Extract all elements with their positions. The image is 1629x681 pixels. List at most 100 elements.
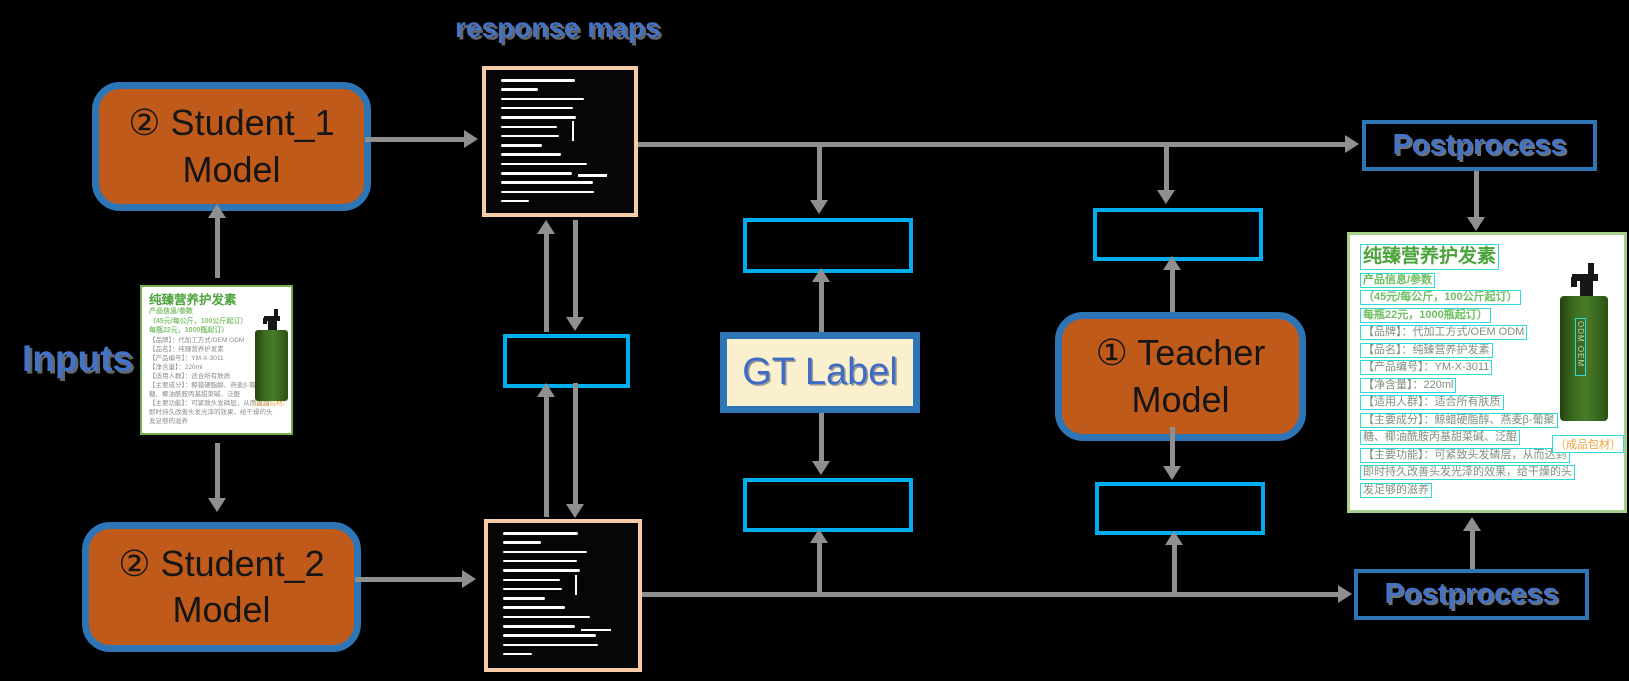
product-bottle-icon: [254, 309, 290, 401]
gt-label-text: GT Label: [742, 351, 898, 393]
result-line: 【主要成分】：鲸蜡硬脂醇、燕麦β-葡聚: [1360, 412, 1558, 428]
arrowhead-teacher-to-distill-top: [1163, 256, 1181, 270]
input-packaging-label: （成品包材）: [250, 400, 289, 407]
arrowhead-gt-to-gtloss-bottom: [812, 461, 830, 475]
rail-top: [638, 142, 1346, 147]
input-line: 【适用人群】：适合所有肤质: [149, 372, 231, 380]
input-line: 即时持久改善头发光泽的效果，给干燥的头: [149, 408, 273, 416]
result-line: 糖、椰油酰胺丙基甜菜碱、泛醌: [1360, 430, 1520, 445]
arrow-maptop-to-dml: [573, 220, 578, 318]
input-line: 【主要成分】：鲸蜡硬脂醇、燕麦β-葡聚: [149, 381, 263, 389]
arrow-teacher-to-distill-bottom: [1170, 427, 1175, 467]
input-line: 每瓶22元，1000瓶起订）: [149, 327, 229, 334]
input-line: （45元/每公斤，100公斤起订）: [149, 317, 248, 325]
arrowhead-postprocess-bottom-to-result: [1463, 517, 1481, 531]
result-packaging-label: （成品包材）: [1552, 435, 1624, 453]
branch-top-distill: [1164, 147, 1169, 191]
arrow-input-to-student1: [215, 218, 220, 278]
input-line: 发足够的滋养: [149, 417, 188, 425]
arrowhead-postprocess-to-result: [1467, 217, 1485, 231]
result-line: 【产品编号】：YM-X-3011: [1360, 360, 1493, 375]
arrowhead-maptop-to-dml: [566, 317, 584, 331]
arrow-dml-to-mapbottom: [573, 383, 578, 505]
result-line: 【适用人群】：适合所有肤质: [1360, 395, 1504, 410]
dml-loss-box: [503, 334, 630, 388]
result-line: 产品信息/参数: [1360, 272, 1436, 288]
result-line: 每瓶22元，1000瓶起订）: [1360, 307, 1491, 323]
student1-node: ② Student_1 Model: [92, 82, 371, 211]
response-map-lines: [488, 523, 638, 668]
arrowhead-input-to-student2: [208, 498, 226, 512]
result-line: 【品牌】：代加工方式/OEM ODM: [1360, 325, 1528, 340]
response-map-lines: [486, 70, 634, 213]
input-line: 【产品编号】：YM-X-3011: [149, 354, 224, 362]
arrowhead-rail-bottom-postprocess: [1338, 585, 1352, 603]
arrow-dml-to-maptop: [544, 234, 549, 332]
result-bottle-icon: ODM OEM: [1558, 263, 1610, 423]
arrow-teacher-to-distill-top: [1170, 270, 1175, 312]
arrow-postprocess-bottom-to-result: [1470, 531, 1475, 569]
input-line: 产品信息/参数: [149, 308, 193, 315]
input-line: 【净含量】：220ml: [149, 363, 203, 371]
student2-node: ② Student_2 Model: [82, 522, 361, 652]
distill-loss-box-top: [1093, 208, 1263, 261]
postprocess-bottom-label: Postprocess: [1384, 578, 1559, 610]
inputs-label: Inputs: [22, 338, 133, 379]
response-map-top: [482, 66, 638, 217]
student2-label-line1: ② Student_2: [118, 542, 325, 584]
result-line: （45元/每公斤，100公斤起订）: [1360, 290, 1521, 305]
arrowhead-input-to-student1: [208, 204, 226, 218]
result-line: 即时持久改善头发光泽的效果，给干燥的头: [1360, 465, 1575, 480]
student1-label-line1: ② Student_1: [128, 102, 335, 144]
input-line: 【品牌】：代加工方式/OEM ODM: [149, 336, 245, 344]
arrow-postprocess-to-result: [1474, 171, 1479, 218]
arrowhead-rail-top-postprocess: [1345, 135, 1359, 153]
input-line: 【主要功能】：可紧致头发磷层，从而达到: [149, 399, 270, 407]
result-line: 【净含量】：220ml: [1360, 377, 1457, 393]
teacher-label-line2: Model: [1131, 378, 1230, 420]
arrowhead-gt-to-gtloss-top: [812, 268, 830, 282]
input-image-card: 纯臻营养护发素 产品信息/参数 （45元/每公斤，100公斤起订） 每瓶22元，…: [140, 285, 293, 435]
input-line: 【品名】：纯臻营养护发素: [149, 345, 224, 353]
postprocess-top-label: Postprocess: [1392, 129, 1567, 161]
result-product-title: 纯臻营养护发素: [1360, 244, 1500, 270]
response-maps-title: response maps: [455, 12, 661, 43]
teacher-node: ① Teacher Model: [1055, 312, 1306, 441]
gt-loss-box-top: [743, 218, 913, 273]
gt-label-node: GT Label: [720, 332, 920, 413]
input-line: 糖、椰油酰胺丙基甜菜碱、泛醌: [149, 390, 240, 398]
input-product-title: 纯臻营养护发素: [149, 293, 237, 307]
postprocess-box-top: Postprocess: [1362, 120, 1597, 171]
arrowhead-top-distill: [1157, 190, 1175, 204]
branch-top-gt: [817, 147, 822, 201]
arrowhead-top-gt: [810, 200, 828, 214]
arrow-gt-to-gtloss-top: [819, 282, 824, 332]
result-line: 【主要功能】：可紧致头发磷层，从而达到: [1360, 447, 1570, 463]
ocr-result-card: 纯臻营养护发素 产品信息/参数 （45元/每公斤，100公斤起订） 每瓶22元，…: [1347, 232, 1627, 513]
arrowhead-dml-to-maptop: [537, 220, 555, 234]
teacher-label-line1: ① Teacher: [1095, 332, 1266, 374]
bottle-text-detection: ODM OEM: [1575, 318, 1586, 376]
arrow-mapbottom-to-dml: [544, 397, 549, 517]
arrowhead-teacher-to-distill-bottom: [1163, 466, 1181, 480]
branch-bottom-distill: [1172, 545, 1177, 592]
postprocess-box-bottom: Postprocess: [1354, 569, 1589, 620]
arrow-input-to-student2: [215, 443, 220, 499]
arrow-student1-to-map: [365, 137, 465, 142]
student1-label-line2: Model: [182, 148, 281, 190]
arrow-student2-to-map: [355, 577, 463, 582]
arrowhead-student1-to-map: [464, 130, 478, 148]
arrowhead-bottom-gt: [810, 529, 828, 543]
rail-bottom: [642, 592, 1340, 597]
result-line: 发足够的滋养: [1360, 482, 1432, 498]
arrowhead-student2-to-map: [462, 570, 476, 588]
result-line: 【品名】：纯臻营养护发素: [1360, 342, 1493, 358]
arrowhead-dml-to-mapbottom: [566, 504, 584, 518]
gt-loss-box-bottom: [743, 478, 913, 532]
arrowhead-bottom-distill: [1165, 531, 1183, 545]
arrowhead-mapbottom-to-dml: [537, 383, 555, 397]
student2-label-line2: Model: [172, 589, 271, 630]
response-map-bottom: [484, 519, 642, 672]
distill-loss-box-bottom: [1095, 482, 1265, 535]
